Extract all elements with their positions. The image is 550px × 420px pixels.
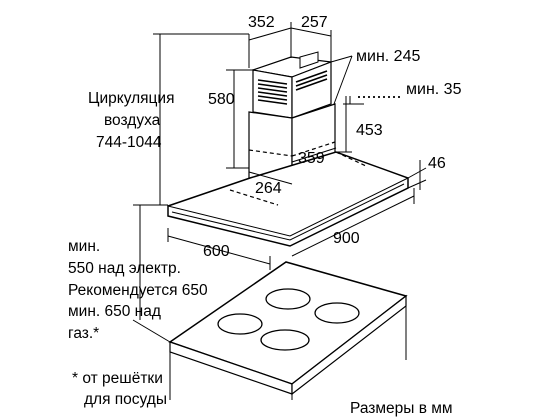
dim-352-label: 352 bbox=[248, 14, 275, 31]
dim-inner-width: 359 bbox=[291, 147, 337, 167]
airflow-label-line3: 744-1044 bbox=[96, 134, 162, 151]
burner-left bbox=[217, 313, 263, 335]
dim-600-label: 600 bbox=[203, 243, 230, 260]
cooktop bbox=[168, 261, 408, 400]
burner-back bbox=[265, 288, 311, 310]
dim-min-245: мин. 245 bbox=[330, 48, 420, 105]
hood-canopy bbox=[167, 151, 409, 247]
airflow-label-line1: Циркуляция bbox=[88, 90, 174, 107]
dim-canopy-depth: 600 bbox=[167, 228, 271, 270]
dim-canopy-thickness: 46 bbox=[407, 155, 446, 190]
dim-clearance bbox=[132, 204, 171, 343]
dim-chimney-width: 352 bbox=[248, 14, 292, 68]
dim-air-circulation bbox=[153, 33, 249, 205]
clearance-line1: мин. bbox=[68, 238, 100, 255]
airflow-label-line2: воздуха bbox=[104, 112, 161, 129]
dim-upper-height: 580 bbox=[208, 69, 253, 169]
dim-min-35: мин. 35 bbox=[343, 81, 462, 105]
dim-46-label: 46 bbox=[428, 155, 446, 172]
dim-264-label: 264 bbox=[255, 180, 282, 197]
units-note: Размеры в мм bbox=[350, 400, 453, 417]
dim-lower-height: 453 bbox=[336, 96, 383, 153]
dim-inner-depth: 264 bbox=[248, 171, 293, 197]
dim-canopy-width: 900 bbox=[291, 188, 415, 257]
dim-min-35-label: мин. 35 bbox=[406, 81, 462, 98]
clearance-line5: газ.* bbox=[68, 325, 99, 342]
clearance-line4: мин. 650 над bbox=[68, 303, 161, 320]
dim-453-label: 453 bbox=[356, 122, 383, 139]
footnote-line2: для посуды bbox=[84, 391, 167, 408]
dim-900-label: 900 bbox=[333, 230, 360, 247]
clearance-line2: 550 над электр. bbox=[68, 260, 181, 277]
burner-right bbox=[314, 302, 360, 324]
dim-chimney-depth: 257 bbox=[290, 14, 332, 62]
clearance-line3: Рекомендуется 650 bbox=[68, 282, 208, 299]
footnote-line1: * от решётки bbox=[72, 370, 163, 387]
chimney-upper bbox=[250, 51, 332, 119]
dim-580-label: 580 bbox=[208, 91, 235, 108]
dim-257-label: 257 bbox=[301, 14, 328, 31]
dim-359-label: 359 bbox=[298, 150, 325, 167]
burner-front bbox=[260, 329, 310, 351]
dim-min-245-label: мин. 245 bbox=[356, 48, 420, 65]
vent-slots bbox=[257, 70, 328, 105]
